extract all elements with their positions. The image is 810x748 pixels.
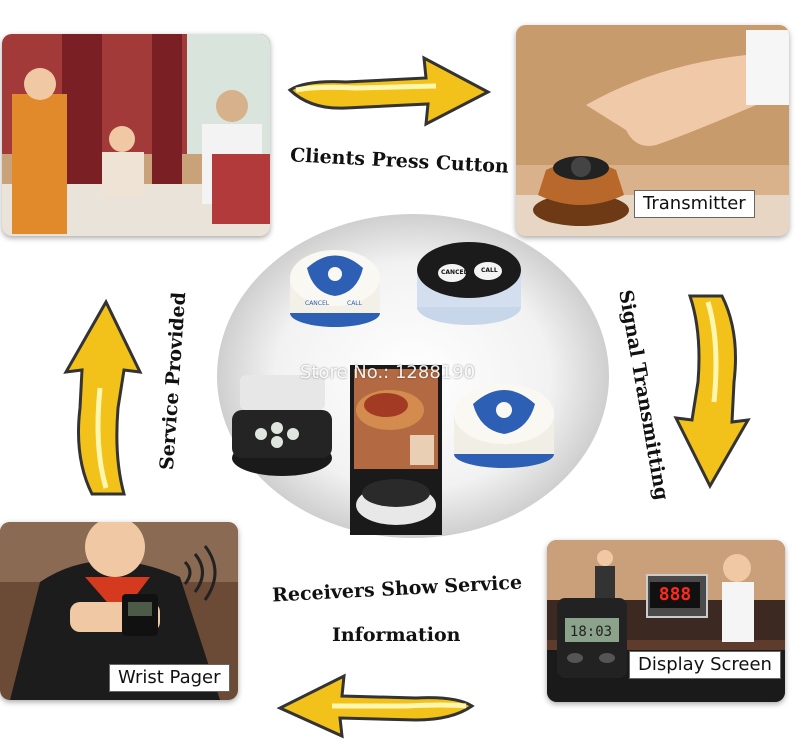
step-signal-transmitting: Signal Transmitting: [614, 288, 673, 502]
btn1-cancel-label: CANCEL: [305, 300, 330, 307]
step-service-provided: Service Provided: [155, 291, 191, 471]
btn2-call-label: CALL: [481, 267, 498, 274]
pager-digits-overlay: 18:03: [567, 622, 615, 642]
call-button-dark: CANCEL CALL: [412, 235, 527, 330]
display-screen-caption: Display Screen: [629, 651, 781, 679]
receiver-device: [225, 370, 340, 480]
arrow-down-icon: [670, 292, 751, 490]
restaurant-photo: [2, 34, 270, 236]
display-digits-overlay: 888: [650, 582, 700, 608]
wrist-pager-caption: Wrist Pager: [109, 664, 230, 692]
call-button-white-2: [448, 372, 560, 472]
arrow-left-icon: [276, 672, 476, 740]
call-button-white: CANCEL CALL: [285, 238, 385, 333]
display-digits: 888: [658, 584, 692, 605]
btn2-cancel-label: CANCEL: [441, 269, 468, 276]
btn1-call-label: CALL: [347, 300, 362, 307]
transmitter-caption: Transmitter: [634, 190, 755, 218]
pager-digits: 18:03: [569, 624, 613, 640]
store-watermark: Store No.: 1288190: [300, 362, 476, 383]
menu-holder: [350, 365, 442, 535]
arrow-up-icon: [63, 298, 146, 498]
step-clients-press: Clients Press Cutton: [289, 144, 510, 178]
step-receivers-line2: Information: [332, 624, 461, 646]
step-receivers-line1: Receivers Show Service: [271, 571, 523, 607]
arrow-right-icon: [286, 52, 492, 128]
